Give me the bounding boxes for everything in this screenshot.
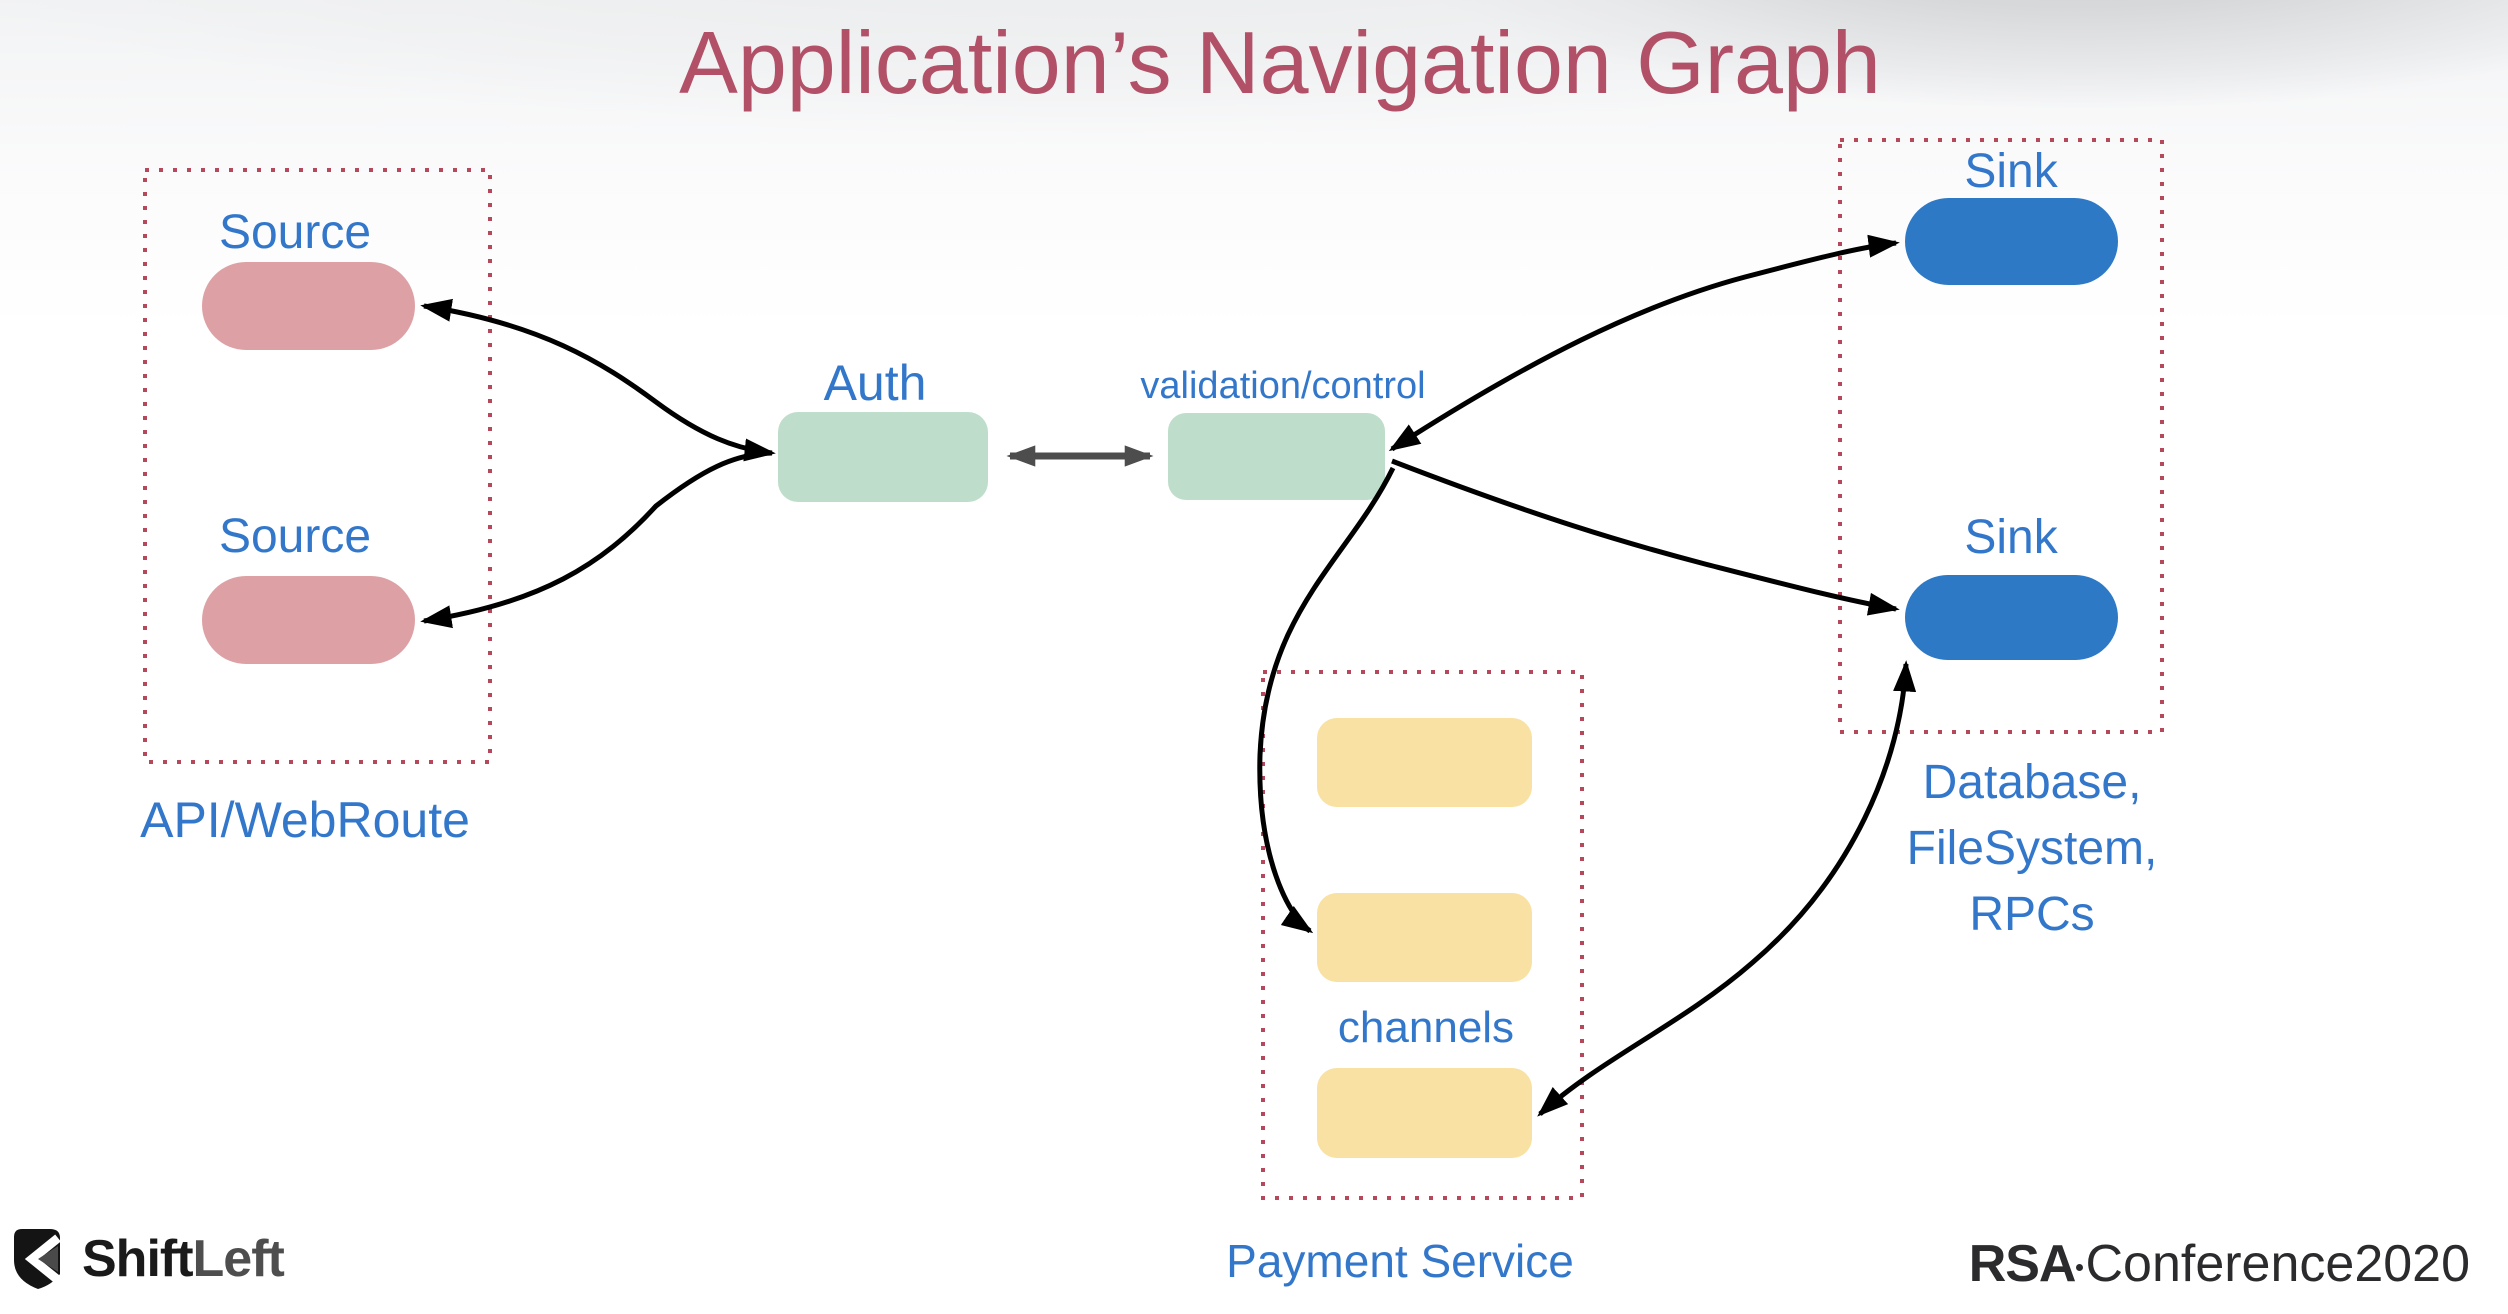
edge-validation-sink2 bbox=[1391, 458, 1900, 616]
channel-node-1 bbox=[1317, 718, 1532, 807]
source-label-1: Source bbox=[218, 206, 372, 259]
edge-validation-channel bbox=[1257, 466, 1396, 934]
sink-caption-line-3: RPCs bbox=[1969, 888, 2095, 941]
validation-label: validation/control bbox=[1140, 365, 1426, 407]
channel-node-3 bbox=[1317, 1068, 1532, 1158]
edge-source1-auth bbox=[420, 298, 776, 462]
shiftleft-shield-icon bbox=[14, 1229, 61, 1289]
rsa-logo-text: Conference2020 bbox=[2085, 1235, 2470, 1293]
auth-node bbox=[778, 412, 988, 502]
channel-node-2 bbox=[1317, 893, 1532, 982]
sink-caption-line-1: Database, bbox=[1922, 756, 2142, 809]
source-node-2 bbox=[202, 576, 415, 664]
sink-node-1 bbox=[1905, 198, 2118, 285]
edge-validation-sink1 bbox=[1388, 234, 1900, 452]
sink-group-caption: Database, FileSystem, RPCs bbox=[1907, 750, 2158, 948]
sink-node-2 bbox=[1905, 575, 2118, 660]
shiftleft-wordmark-shift: Shift bbox=[82, 1230, 194, 1288]
validation-node bbox=[1168, 413, 1385, 500]
edge-channel-sink2 bbox=[1537, 660, 1917, 1117]
shiftleft-wordmark: ShiftLeft bbox=[82, 1229, 285, 1289]
rsa-logo-brand: RSA bbox=[1968, 1235, 2077, 1293]
sink-caption-line-2: FileSystem, bbox=[1906, 822, 2158, 875]
channels-label: channels bbox=[1337, 1003, 1515, 1052]
api-group-caption: API/WebRoute bbox=[140, 792, 470, 848]
payment-group-caption: Payment Service bbox=[1226, 1235, 1574, 1287]
auth-label: Auth bbox=[823, 355, 927, 411]
sink-label-2: Sink bbox=[1964, 511, 2058, 564]
source-label-2: Source bbox=[218, 510, 372, 563]
rsa-logo-dot-icon bbox=[2076, 1263, 2084, 1271]
sink-label-1: Sink bbox=[1964, 145, 2058, 198]
shiftleft-wordmark-left: Left bbox=[192, 1230, 285, 1288]
shiftleft-logo: ShiftLeft bbox=[12, 1228, 285, 1290]
source-node-1 bbox=[202, 262, 415, 350]
edge-source2-auth bbox=[420, 450, 773, 629]
page-title: Application’s Navigation Graph bbox=[679, 13, 1881, 112]
